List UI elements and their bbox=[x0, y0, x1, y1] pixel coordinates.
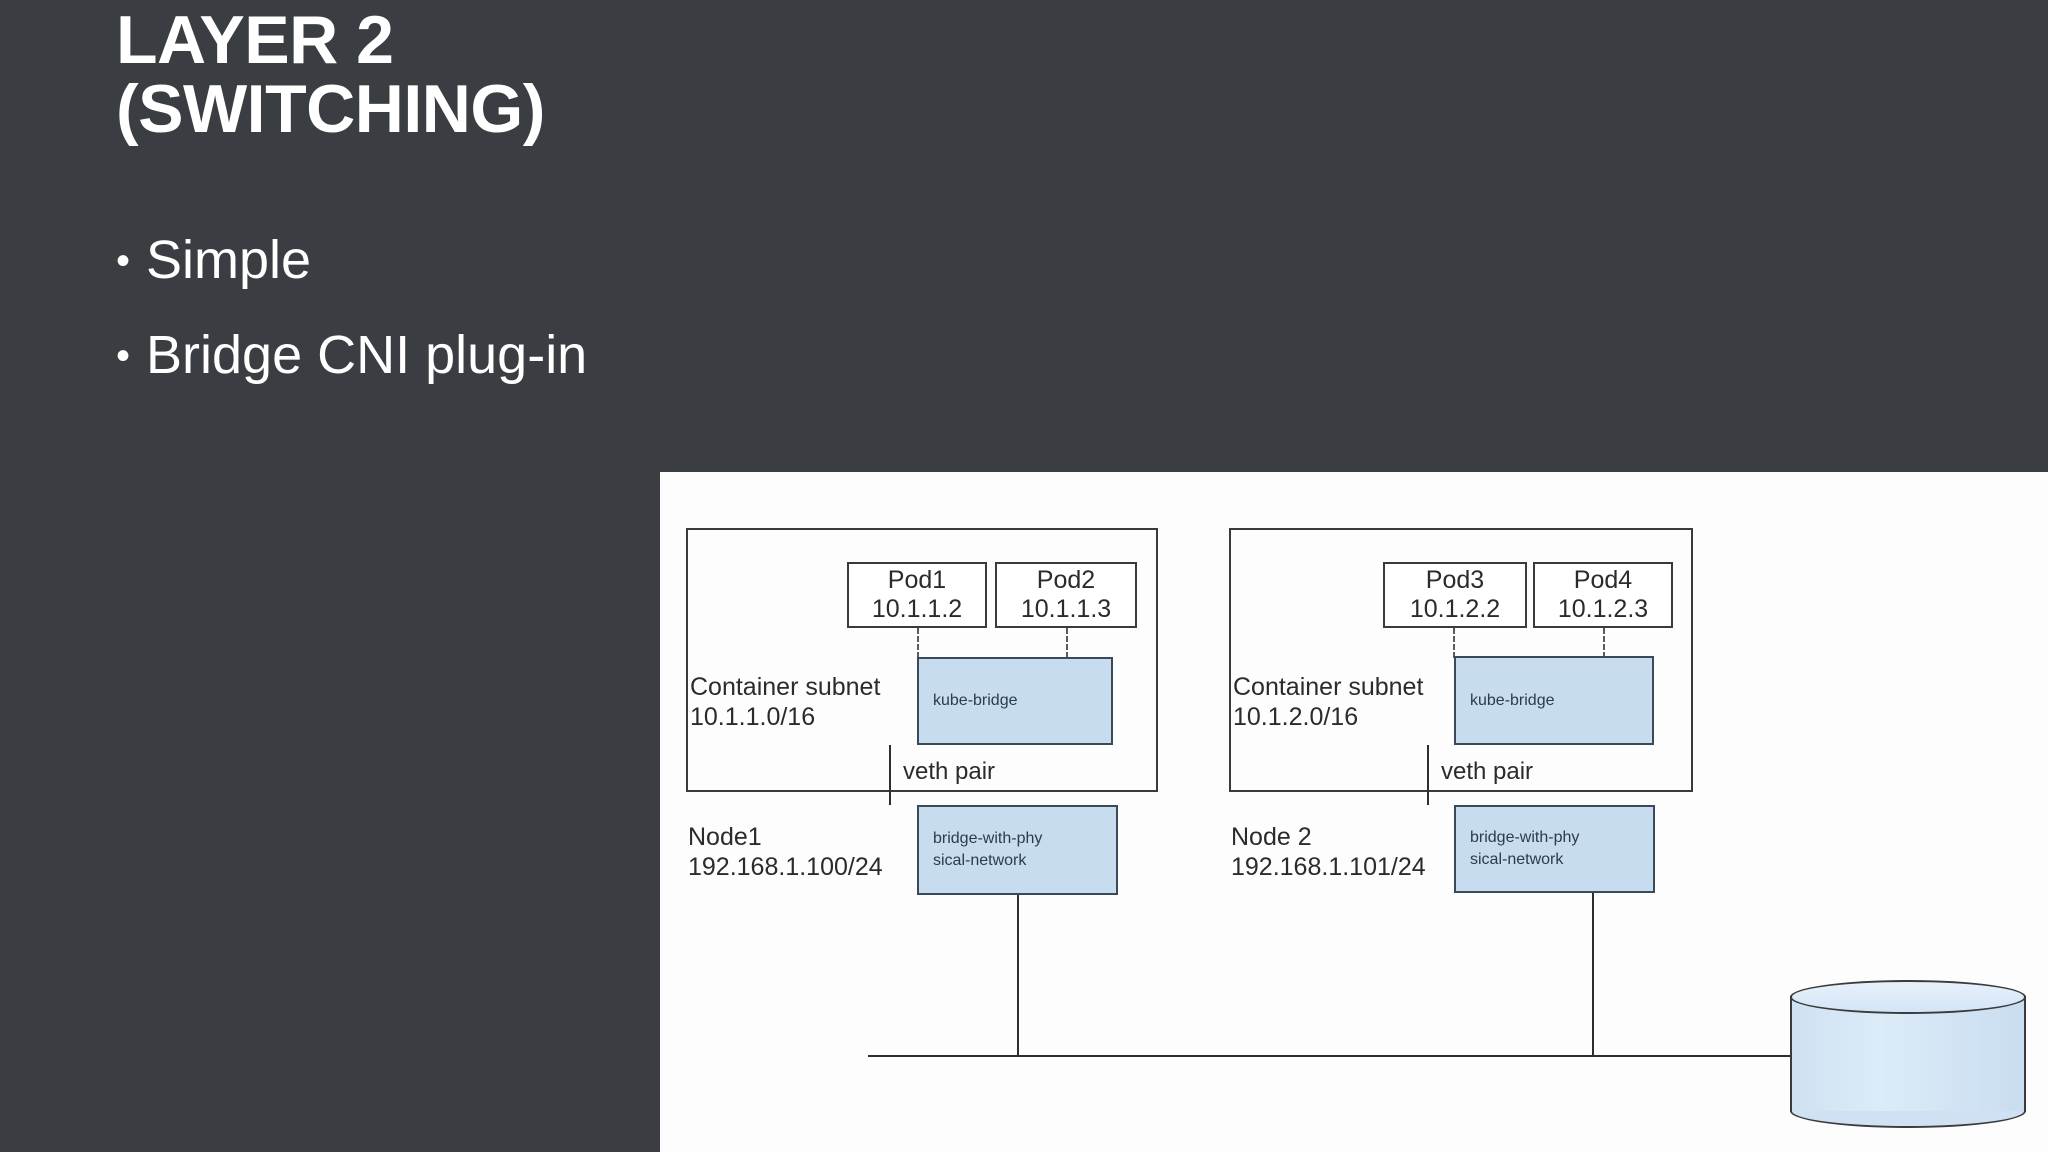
subnet-title: Container subnet bbox=[690, 673, 881, 701]
pod-ip: 10.1.2.3 bbox=[1557, 595, 1649, 623]
node1-name-label: Node1 192.168.1.100/24 bbox=[688, 822, 883, 882]
pod-name: Pod1 bbox=[887, 565, 947, 594]
pod-name: Pod4 bbox=[1573, 565, 1633, 594]
node-address: 192.168.1.101/24 bbox=[1231, 853, 1426, 881]
pod3-to-kube-bridge-link bbox=[1453, 628, 1455, 658]
pod1-to-kube-bridge-link bbox=[917, 628, 919, 658]
subnet-value: 10.1.1.0/16 bbox=[690, 703, 816, 731]
subnet-title: Container subnet bbox=[1233, 673, 1424, 701]
node2-veth-pair-label: veth pair bbox=[1441, 758, 1534, 785]
pod-ip: 10.1.1.2 bbox=[871, 595, 963, 623]
pod4-to-kube-bridge-link bbox=[1603, 628, 1605, 658]
bullet-text: Simple bbox=[146, 230, 312, 290]
kube-bridge-node2: kube-bridge bbox=[1454, 656, 1654, 745]
node2-container bbox=[1229, 528, 1693, 792]
kube-bridge-label: kube-bridge bbox=[1470, 691, 1555, 709]
bullet-marker-icon: • bbox=[116, 239, 131, 283]
node2-veth-link bbox=[1427, 745, 1429, 805]
title-line-1: LAYER 2 bbox=[116, 2, 394, 78]
physical-bridge-node2: bridge-with-physical-network bbox=[1454, 805, 1655, 893]
physical-bridge-node1: bridge-with-physical-network bbox=[917, 805, 1118, 895]
node1-container bbox=[686, 528, 1158, 792]
node-title: Node1 bbox=[688, 823, 762, 851]
pod-box-pod4: Pod4 10.1.2.3 bbox=[1533, 562, 1673, 628]
page-title: LAYER 2 (SWITCHING) bbox=[116, 2, 1016, 148]
title-line-2: (SWITCHING) bbox=[116, 71, 545, 148]
physical-network-cylinder bbox=[1790, 980, 2026, 1128]
physical-bridge-label: bridge-with-physical-network bbox=[1470, 829, 1580, 868]
subnet-value: 10.1.2.0/16 bbox=[1233, 703, 1359, 731]
pod-ip: 10.1.2.2 bbox=[1409, 595, 1501, 623]
node1-subnet-label: Container subnet 10.1.1.0/16 bbox=[690, 672, 880, 732]
pod-ip: 10.1.1.3 bbox=[1020, 595, 1112, 623]
node1-uplink bbox=[1017, 895, 1019, 1057]
cylinder-top-ellipse bbox=[1790, 980, 2026, 1014]
node-address: 192.168.1.100/24 bbox=[688, 853, 883, 881]
node1-veth-link bbox=[889, 745, 891, 805]
pod-name: Pod3 bbox=[1425, 565, 1485, 594]
node2-info-label: Node 2 192.168.1.101/24 bbox=[1231, 822, 1426, 882]
node1-veth-pair-label: veth pair bbox=[903, 758, 996, 785]
bullet-item-bridge-cni: • Bridge CNI plug-in bbox=[116, 324, 916, 385]
bullet-marker-icon: • bbox=[116, 333, 131, 378]
node2-uplink bbox=[1592, 893, 1594, 1057]
physical-bridge-label: bridge-with-physical-network bbox=[933, 830, 1043, 869]
kube-bridge-label: kube-bridge bbox=[933, 692, 1018, 710]
cylinder-body bbox=[1790, 996, 2026, 1112]
bullet-text: Bridge CNI plug-in bbox=[146, 324, 588, 385]
bullet-list: • Simple • Bridge CNI plug-in bbox=[116, 232, 916, 421]
physical-network-bus bbox=[868, 1055, 1793, 1057]
bullet-item-simple: • Simple bbox=[116, 232, 916, 289]
pod-box-pod1: Pod1 10.1.1.2 bbox=[847, 562, 987, 628]
kube-bridge-node1: kube-bridge bbox=[917, 657, 1113, 745]
pod-box-pod2: Pod2 10.1.1.3 bbox=[995, 562, 1137, 628]
network-diagram: Pod1 10.1.1.2 Pod2 10.1.1.3 kube-bridge … bbox=[660, 472, 2048, 1152]
node-title: Node 2 bbox=[1231, 823, 1312, 851]
node2-subnet-label: Container subnet 10.1.2.0/16 bbox=[1233, 672, 1423, 732]
pod-box-pod3: Pod3 10.1.2.2 bbox=[1383, 562, 1527, 628]
pod2-to-kube-bridge-link bbox=[1066, 628, 1068, 658]
pod-name: Pod2 bbox=[1036, 565, 1096, 594]
